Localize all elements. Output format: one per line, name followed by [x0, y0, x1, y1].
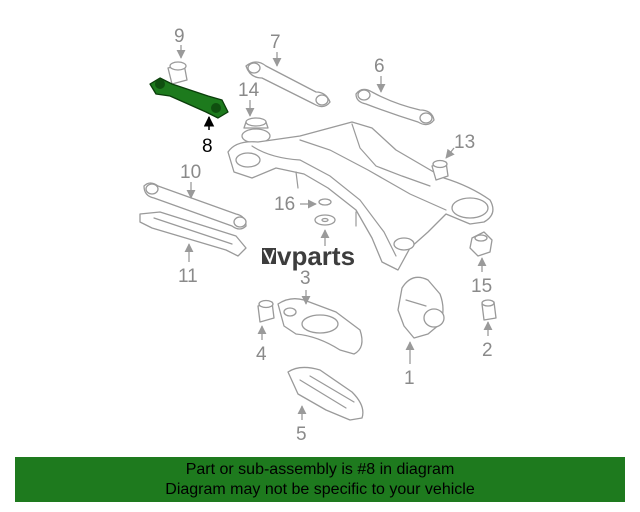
- watermark-text: vparts: [277, 241, 355, 271]
- callout-9: 9: [174, 26, 185, 47]
- part-7-link: [245, 61, 331, 108]
- part-2-bushing: [481, 299, 497, 321]
- part-15-nut: [469, 231, 493, 257]
- part-6-link: [355, 88, 435, 126]
- callout-7: 7: [270, 32, 281, 53]
- callout-8: 8: [202, 136, 213, 157]
- callout-4: 4: [256, 344, 267, 365]
- part-8-control-arm: [149, 77, 229, 119]
- callout-1: 1: [404, 368, 415, 389]
- part-3-control-arm: [277, 298, 363, 355]
- banner-line-part: Part or sub-assembly is #8 in diagram: [185, 461, 455, 478]
- part-11-brace: [139, 211, 247, 257]
- callout-3: 3: [300, 268, 311, 289]
- subframe: [227, 121, 494, 271]
- part-16-washer: [314, 198, 336, 226]
- callout-15: 15: [471, 276, 492, 297]
- part-9-bushing: [167, 61, 188, 85]
- part-5-shield: [287, 366, 364, 421]
- info-banner: Part or sub-assembly is #8 in diagram Di…: [15, 457, 625, 502]
- leader-13: [445, 147, 455, 159]
- callout-13: 13: [454, 132, 475, 153]
- callout-11: 11: [178, 266, 198, 287]
- callout-2: 2: [482, 340, 493, 361]
- part-13-bushing: [431, 159, 449, 181]
- part-1-knuckle: [397, 276, 445, 339]
- callout-5: 5: [296, 424, 307, 445]
- watermark: vparts: [262, 241, 355, 271]
- parts-diagram: 9 8 7 6 14: [139, 26, 497, 445]
- part-10-link: [143, 182, 247, 230]
- banner-line-disclaimer: Diagram may not be specific to your vehi…: [165, 481, 475, 498]
- callout-14: 14: [238, 80, 260, 101]
- callout-16: 16: [274, 194, 295, 215]
- callout-6: 6: [374, 56, 385, 77]
- callout-10: 10: [180, 162, 201, 183]
- part-14-mount: [241, 117, 271, 144]
- part-4-bushing: [257, 299, 275, 323]
